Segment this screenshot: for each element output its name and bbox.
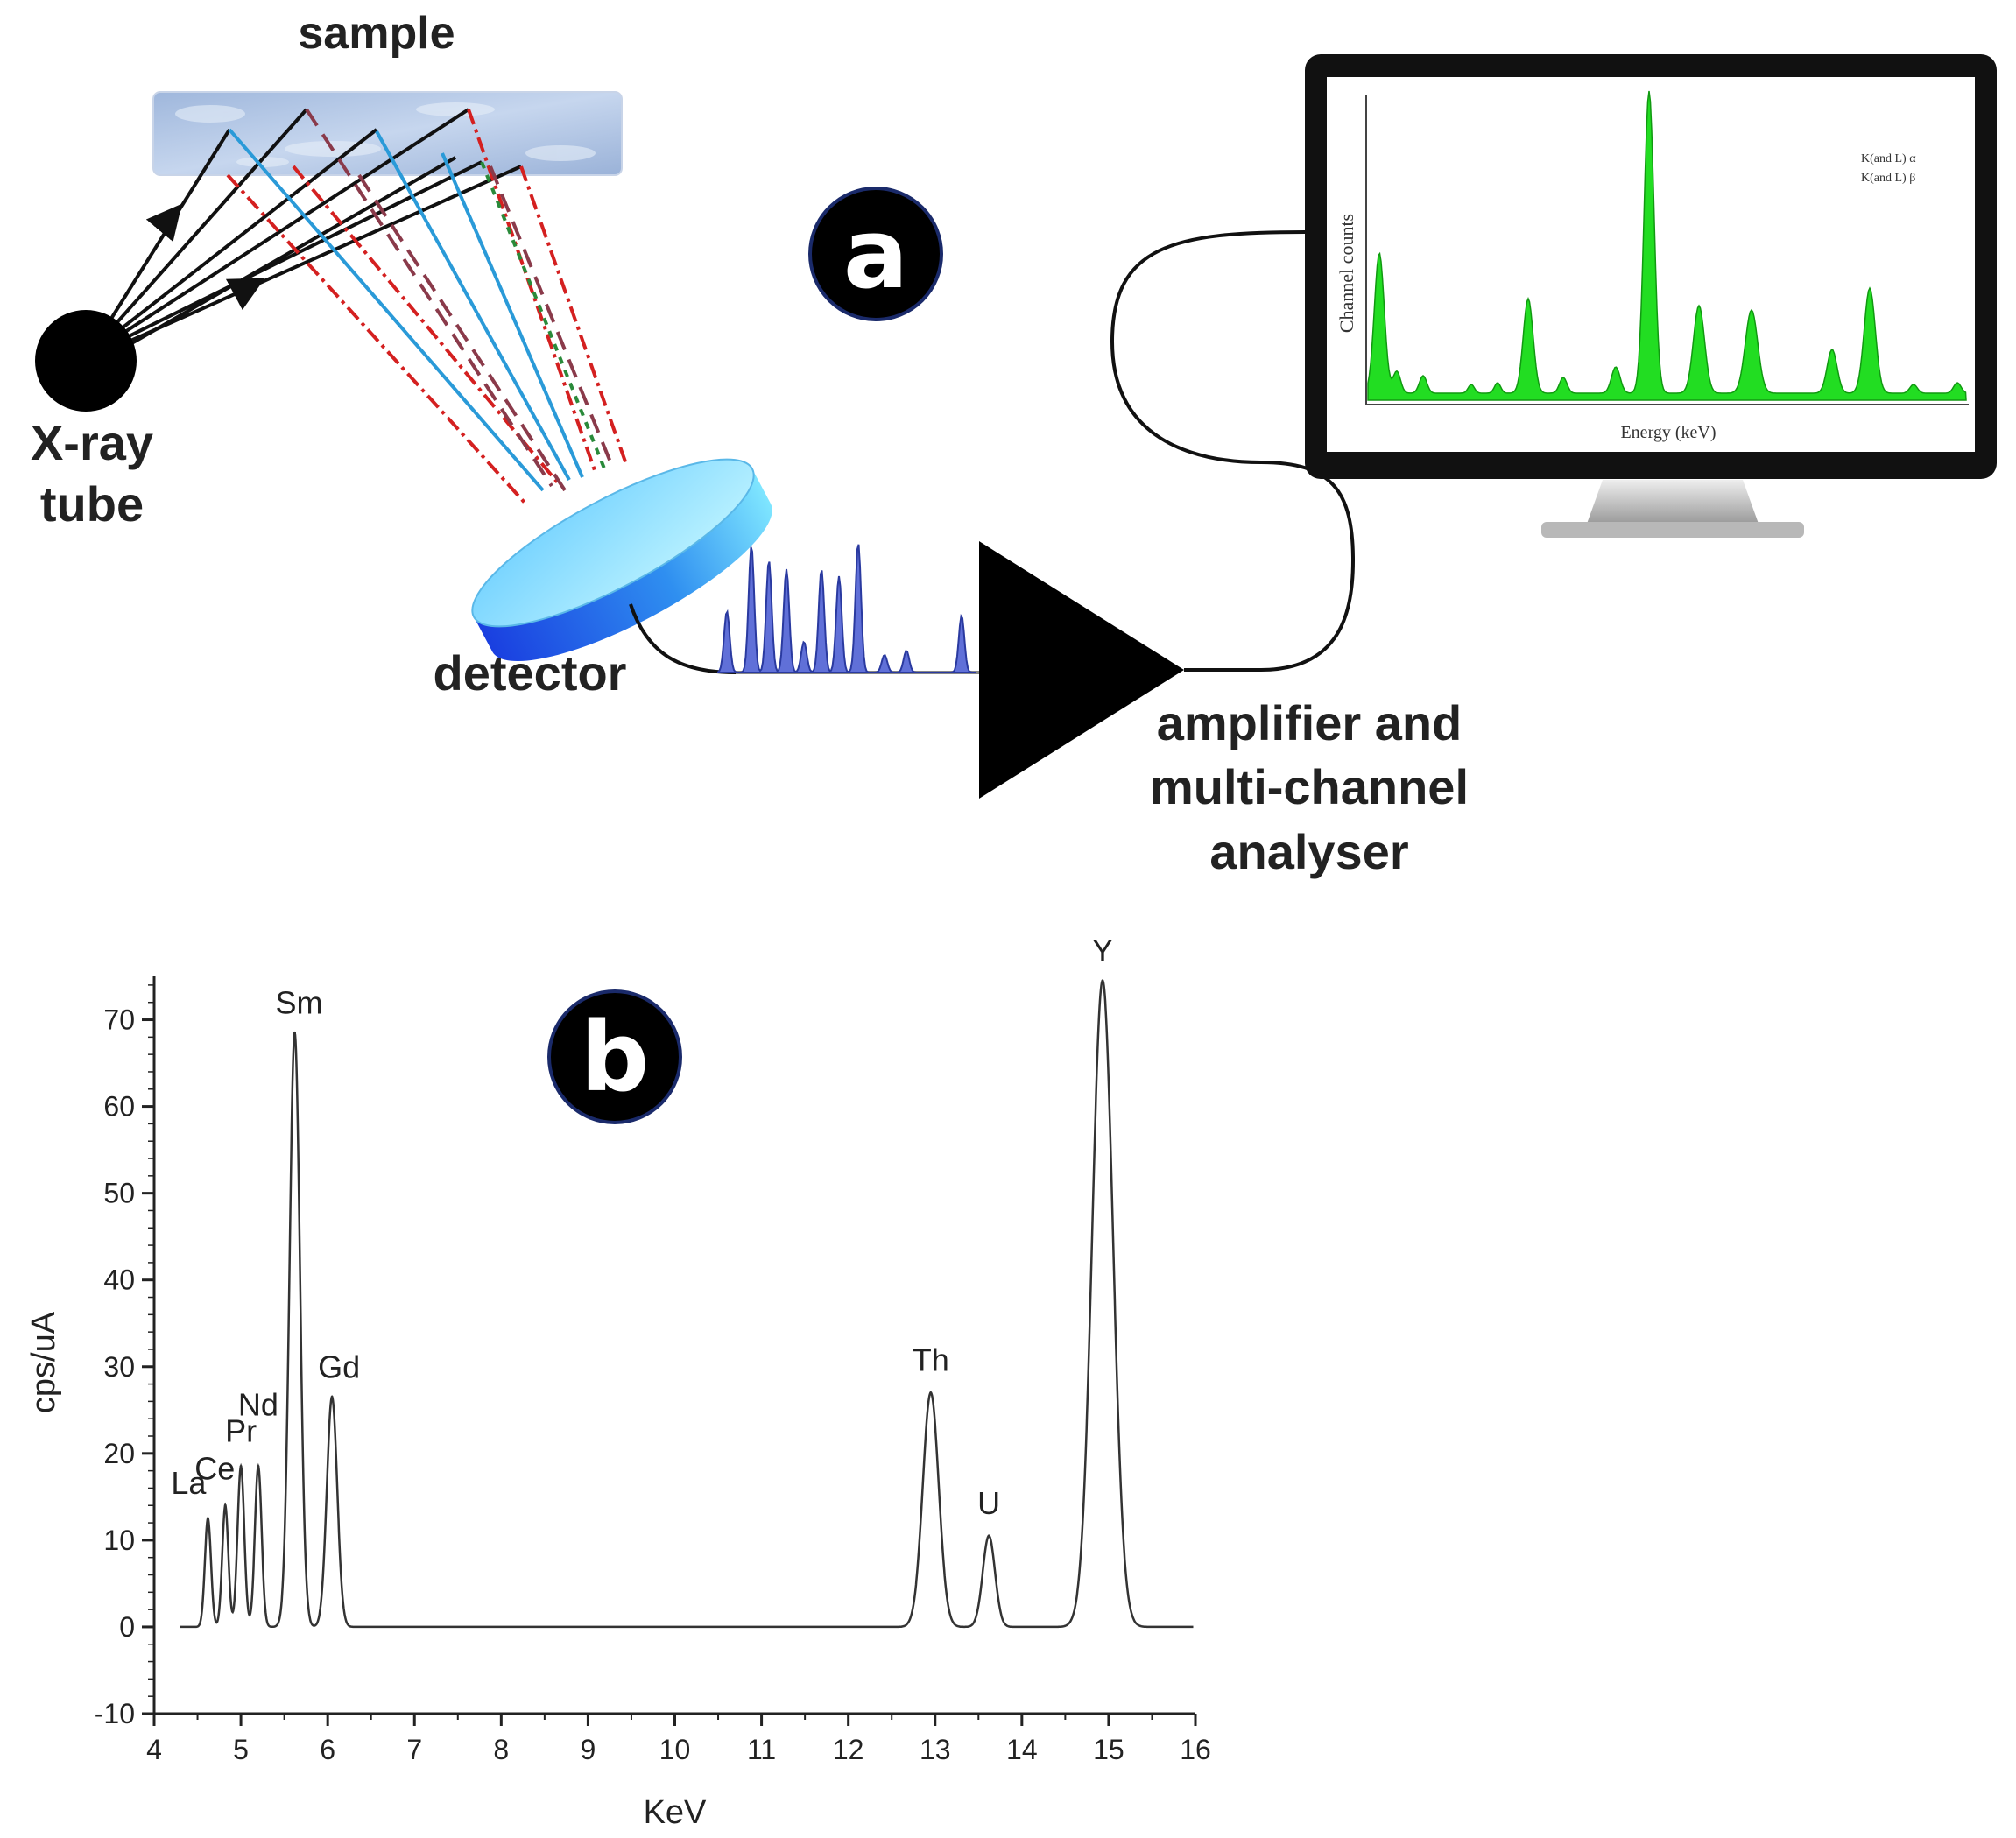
peak-point (257, 1465, 260, 1468)
peak-label-gd: Gd (318, 1349, 360, 1384)
monitor-cable (1110, 230, 1356, 672)
monitor-legend-1: K(and L) α (1861, 152, 1916, 165)
x-tick-label: 10 (659, 1734, 691, 1765)
x-tick-label: 4 (146, 1734, 162, 1765)
peak-label-ce: Ce (194, 1450, 235, 1486)
x-tick-label: 13 (920, 1734, 951, 1765)
panel-a: sample X-ray (31, 8, 1997, 879)
monitor-legend-2: K(and L) β (1861, 172, 1915, 185)
peak-point (929, 1391, 933, 1394)
x-tick-label: 8 (493, 1734, 509, 1765)
pulse-spectrum (717, 544, 976, 674)
amplifier-label-2: multi-channel (1150, 759, 1469, 814)
x-tick-label: 9 (581, 1734, 596, 1765)
y-tick-label: 70 (103, 1004, 135, 1036)
x-tick-label: 6 (320, 1734, 335, 1765)
spectrum-line (180, 979, 1194, 1629)
peak-label-sm: Sm (276, 984, 323, 1020)
peak-point (1101, 979, 1104, 982)
x-tick-label: 12 (833, 1734, 864, 1765)
sample-label: sample (298, 8, 455, 59)
y-axis-label: cps/uA (25, 1311, 62, 1413)
y-tick-label: 60 (103, 1091, 135, 1123)
sample-slab (152, 91, 623, 176)
monitor-spectrum: Channel counts Energy (keV) K(and L) α K… (1336, 90, 1969, 442)
y-tick-label: 50 (103, 1178, 135, 1209)
monitor-spectrum-fill (1367, 90, 1967, 401)
peak-label-la: La (171, 1465, 207, 1501)
detector-label: detector (434, 645, 627, 701)
xray-tube-icon (35, 310, 137, 412)
badge-a: a (808, 187, 943, 321)
y-tick-label: 40 (103, 1264, 135, 1296)
monitor-ylabel: Channel counts (1336, 214, 1357, 333)
peak-point (987, 1534, 990, 1538)
peak-point (239, 1465, 243, 1468)
amplifier-label-1: amplifier and (1157, 695, 1463, 750)
y-tick-label: -10 (95, 1698, 135, 1729)
x-tick-label: 16 (1180, 1734, 1211, 1765)
peak-label-pr: Pr (225, 1413, 257, 1449)
y-tick-label: 20 (103, 1438, 135, 1469)
incident-rays (103, 108, 522, 350)
monitor-xlabel: Energy (keV) (1620, 423, 1716, 442)
badge-b: b (547, 989, 682, 1124)
panel-b: b 4 5 6 7 8 9 10 11 12 13 14 15 16 -10 0 10 20 30 40 50 60 70… (25, 933, 1211, 1831)
peak-point (206, 1517, 209, 1520)
peak-point (330, 1395, 334, 1398)
pulse-train (717, 544, 981, 674)
amplifier-icon (979, 541, 1184, 799)
x-axis-label: KeV (644, 1794, 707, 1831)
eds-chart: 4 5 6 7 8 9 10 11 12 13 14 15 16 -10 0 10 20 30 40 50 60 70Ke… (25, 933, 1211, 1831)
peak-point (223, 1503, 227, 1507)
peak-label-nd: Nd (238, 1387, 278, 1423)
x-tick-label: 14 (1006, 1734, 1038, 1765)
x-tick-label: 7 (406, 1734, 422, 1765)
peak-label-th: Th (913, 1342, 949, 1377)
fluorescence-rays (226, 108, 628, 505)
xray-tube-label-2: tube (40, 476, 144, 532)
peak-point (293, 1031, 297, 1034)
detector-icon (471, 458, 772, 662)
y-tick-label: 10 (103, 1525, 135, 1556)
amplifier-label-3: analyser (1209, 824, 1408, 879)
xray-tube-label-1: X-ray (31, 415, 153, 470)
y-tick-label: 0 (119, 1611, 135, 1643)
peak-label-u: U (977, 1485, 1000, 1521)
svg-text:b: b (581, 1001, 650, 1113)
x-tick-label: 15 (1093, 1734, 1124, 1765)
x-tick-label: 11 (747, 1734, 776, 1765)
y-tick-label: 30 (103, 1351, 135, 1383)
svg-text:a: a (843, 198, 908, 310)
x-tick-label: 5 (233, 1734, 249, 1765)
peak-label-y: Y (1092, 933, 1113, 968)
